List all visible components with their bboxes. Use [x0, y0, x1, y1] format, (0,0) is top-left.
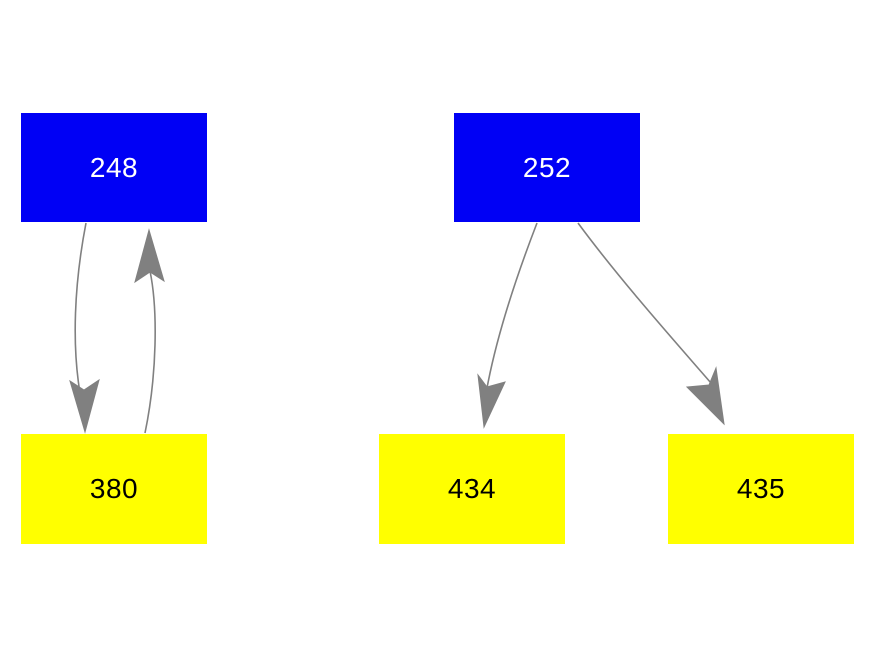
edge-252-to-434[interactable] [477, 222, 538, 429]
node-252-label: 252 [522, 151, 572, 183]
node-248[interactable]: 248 [21, 113, 207, 222]
node-434-label: 434 [447, 473, 497, 504]
edge-380-to-248[interactable] [134, 228, 165, 434]
node-248-label: 248 [89, 151, 139, 183]
node-252[interactable]: 252 [454, 113, 640, 222]
edge-248-to-380[interactable] [69, 222, 100, 434]
node-435-label: 435 [736, 473, 786, 504]
edge-380-to-248-line [144, 270, 156, 434]
node-434[interactable]: 434 [379, 434, 565, 544]
edge-252-to-434-arrowhead [477, 373, 506, 429]
edge-248-to-380-line [74, 222, 87, 394]
node-380-label: 380 [89, 473, 139, 504]
edge-252-to-435[interactable] [577, 222, 725, 426]
edge-380-to-248-arrowhead [134, 228, 165, 284]
edge-252-to-435-line [577, 222, 712, 384]
edge-252-to-435-arrowhead [685, 366, 725, 426]
node-380[interactable]: 380 [21, 434, 207, 544]
edge-252-to-434-line [486, 222, 538, 389]
node-435[interactable]: 435 [668, 434, 854, 544]
edge-248-to-380-arrowhead [69, 378, 100, 434]
